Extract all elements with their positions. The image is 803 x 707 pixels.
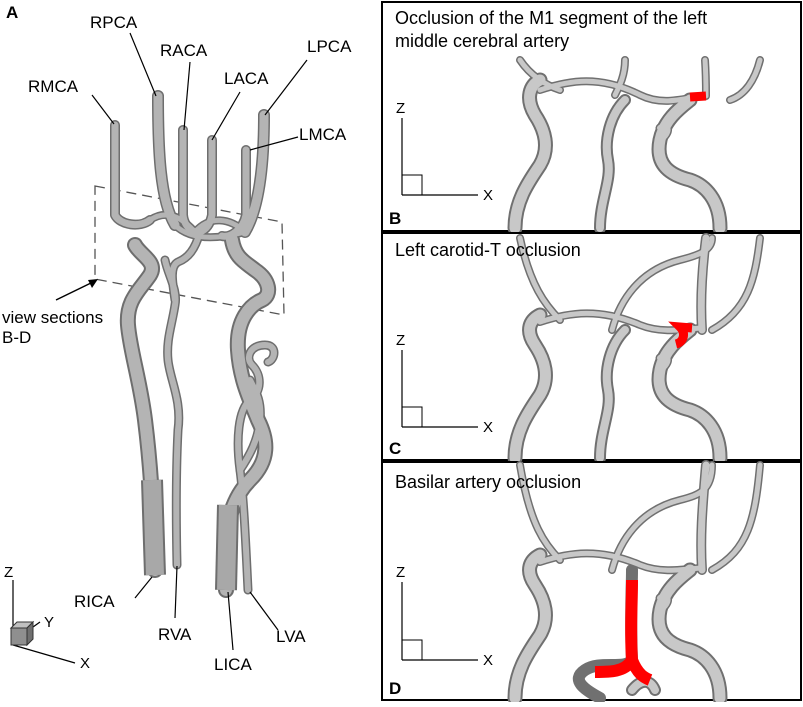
view-sections-label-2: B-D: [2, 328, 31, 347]
panel-d-axis-z: Z: [396, 564, 405, 581]
panel-d: Basilar artery occlusion Z X D: [381, 460, 802, 706]
label-laca: LACA: [224, 69, 269, 88]
panel-c-axis-z: Z: [396, 332, 405, 349]
axes-3d: Z Y X: [4, 564, 90, 672]
panel-a: A: [2, 3, 352, 674]
occlusion-carotid-t: [668, 321, 693, 349]
label-lica: LICA: [214, 655, 252, 674]
panel-b-letter: B: [389, 209, 401, 228]
panel-c-axes: Z X: [396, 332, 493, 436]
panel-d-title: Basilar artery occlusion: [395, 472, 581, 492]
panel-b-title-2: middle cerebral artery: [395, 31, 569, 51]
panel-c-letter: C: [389, 439, 401, 458]
panel-b-title: Occlusion of the M1 segment of the left: [395, 8, 707, 28]
panel-c-vessels: [507, 233, 764, 466]
axis-z-label: Z: [4, 564, 13, 581]
occlusion-basilar: [594, 579, 653, 686]
panel-b: Occlusion of the M1 segment of the left …: [381, 1, 802, 236]
label-rica: RICA: [74, 592, 115, 611]
panel-a-letter: A: [6, 3, 18, 22]
panel-c-title: Left carotid-T occlusion: [395, 240, 581, 260]
occlusion-m1: [689, 91, 707, 102]
leader-lines: [91, 32, 308, 651]
axis-y-label: Y: [44, 614, 54, 631]
panel-d-axis-x: X: [483, 652, 493, 669]
panel-b-axis-z: Z: [396, 100, 405, 117]
panel-d-vessels: [507, 460, 764, 706]
label-rva: RVA: [158, 625, 192, 644]
artery-tree: [110, 90, 279, 598]
panel-d-axes: Z X: [396, 564, 493, 669]
panel-c: Left carotid-T occlusion Z X C: [381, 232, 802, 466]
label-lpca: LPCA: [307, 37, 352, 56]
label-lmca: LMCA: [299, 125, 347, 144]
label-rpca: RPCA: [90, 13, 138, 32]
panel-b-vessels: [507, 56, 764, 236]
view-sections-arrowhead: [88, 279, 98, 288]
axis-x-label: X: [80, 655, 90, 672]
panel-d-letter: D: [389, 679, 401, 698]
label-rmca: RMCA: [28, 77, 79, 96]
view-sections-label: view sections: [2, 308, 103, 327]
axis-cube-icon: [10, 627, 28, 646]
panel-c-axis-x: X: [483, 419, 493, 436]
panel-b-axis-x: X: [483, 187, 493, 204]
panel-b-axes: Z X: [396, 100, 493, 204]
label-raca: RACA: [160, 41, 208, 60]
rmca-vessel: [110, 120, 155, 230]
label-lva: LVA: [276, 627, 306, 646]
